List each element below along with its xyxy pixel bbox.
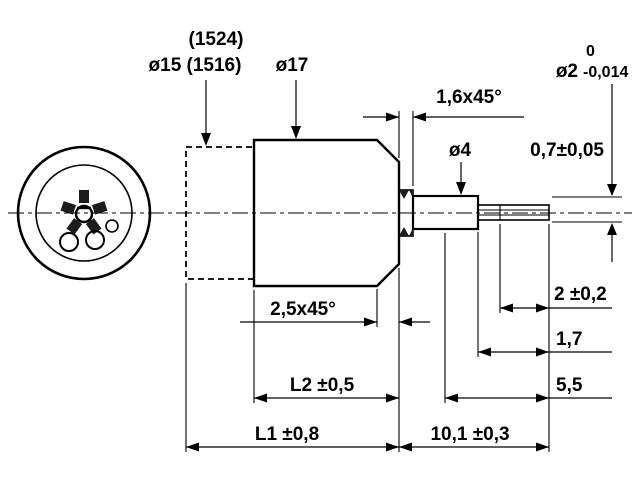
dim-dia15: (1524) ø15 (1516) [149, 29, 244, 146]
arrowhead-right [386, 112, 399, 122]
commutator-segment [79, 190, 89, 203]
dim-17: 1,7 [477, 232, 612, 357]
dim-2: 2 ±0,2 [499, 224, 612, 452]
dim-07: 0,7±0,05 [530, 140, 604, 161]
small-hole [105, 219, 119, 233]
brush-hole-left [59, 232, 79, 252]
arrowhead-left [186, 442, 199, 452]
arrowhead-right [386, 442, 399, 452]
dim-101: 10,1 ±0,3 [399, 424, 549, 452]
arrowhead-left [399, 317, 412, 327]
motor-body [252, 138, 401, 288]
dia2-label: ø2 [556, 61, 578, 82]
part-number-label: (1524) [189, 29, 244, 50]
arrowhead-down [607, 184, 617, 196]
chamfer25-label: 2,5x45° [270, 299, 336, 320]
side-view [185, 138, 550, 288]
commutator-segment [91, 201, 108, 215]
front-inner-circle [35, 164, 133, 262]
arrowhead-down [291, 126, 301, 139]
dia4-label: ø4 [449, 140, 472, 161]
front-outer-circle [16, 145, 152, 281]
arrowhead-down [201, 133, 211, 146]
arrowhead-left [413, 112, 426, 122]
dimL2-label: L2 ±0,5 [290, 375, 355, 396]
arrowhead-left [478, 347, 491, 357]
dia15-label: ø15 (1516) [149, 55, 242, 76]
dim17-label: 1,7 [556, 329, 582, 350]
dim101-label: 10,1 ±0,3 [430, 424, 509, 445]
pinion-teeth-bottom [399, 227, 413, 236]
arrowhead-left [500, 303, 513, 313]
dim2-label: 2 ±0,2 [554, 284, 607, 305]
commutator-marks [60, 190, 108, 235]
brush-hole-right [85, 230, 105, 250]
dia2-tolerance-upper: 0 [586, 43, 595, 60]
dim55-label: 5,5 [556, 375, 583, 396]
dimL1-label: L1 ±0,8 [255, 424, 319, 445]
commutator-segment [60, 201, 77, 215]
dim07-label: 0,7±0,05 [530, 140, 604, 161]
shaft-hole [74, 204, 94, 224]
dim-chamfer-16: 1,6x45° [363, 87, 524, 186]
arrowhead-left [445, 393, 458, 403]
dim-dia2: ø2 0 -0,014 [552, 43, 628, 262]
dim-dia17: ø17 [276, 55, 309, 139]
arrowhead-right [386, 393, 399, 403]
front-view [16, 145, 152, 281]
dim-chamfer-25: 2,5x45° [240, 289, 430, 327]
dim-l2: L2 ±0,5 [253, 268, 400, 452]
arrowhead-left [254, 393, 267, 403]
pinion-teeth-top [399, 190, 413, 199]
arrowhead-right [364, 317, 377, 327]
chamfer16-label: 1,6x45° [436, 87, 502, 108]
arrowhead-right [536, 347, 549, 357]
arrowhead-up [607, 223, 617, 235]
dim-55: 5,5 [444, 233, 612, 403]
arrowhead-left [399, 442, 412, 452]
shaft-2mm [477, 204, 550, 221]
arrowhead-right [536, 303, 549, 313]
dim-dia4: ø4 [449, 140, 472, 195]
arrowhead-right [536, 442, 549, 452]
dia17-label: ø17 [276, 55, 309, 76]
dia2-tolerance-lower: -0,014 [583, 64, 628, 81]
arrowhead-down [456, 182, 466, 195]
commutator-segment [66, 218, 83, 235]
arrowhead-right [536, 393, 549, 403]
dim-l1: L1 ±0,8 [185, 283, 399, 452]
